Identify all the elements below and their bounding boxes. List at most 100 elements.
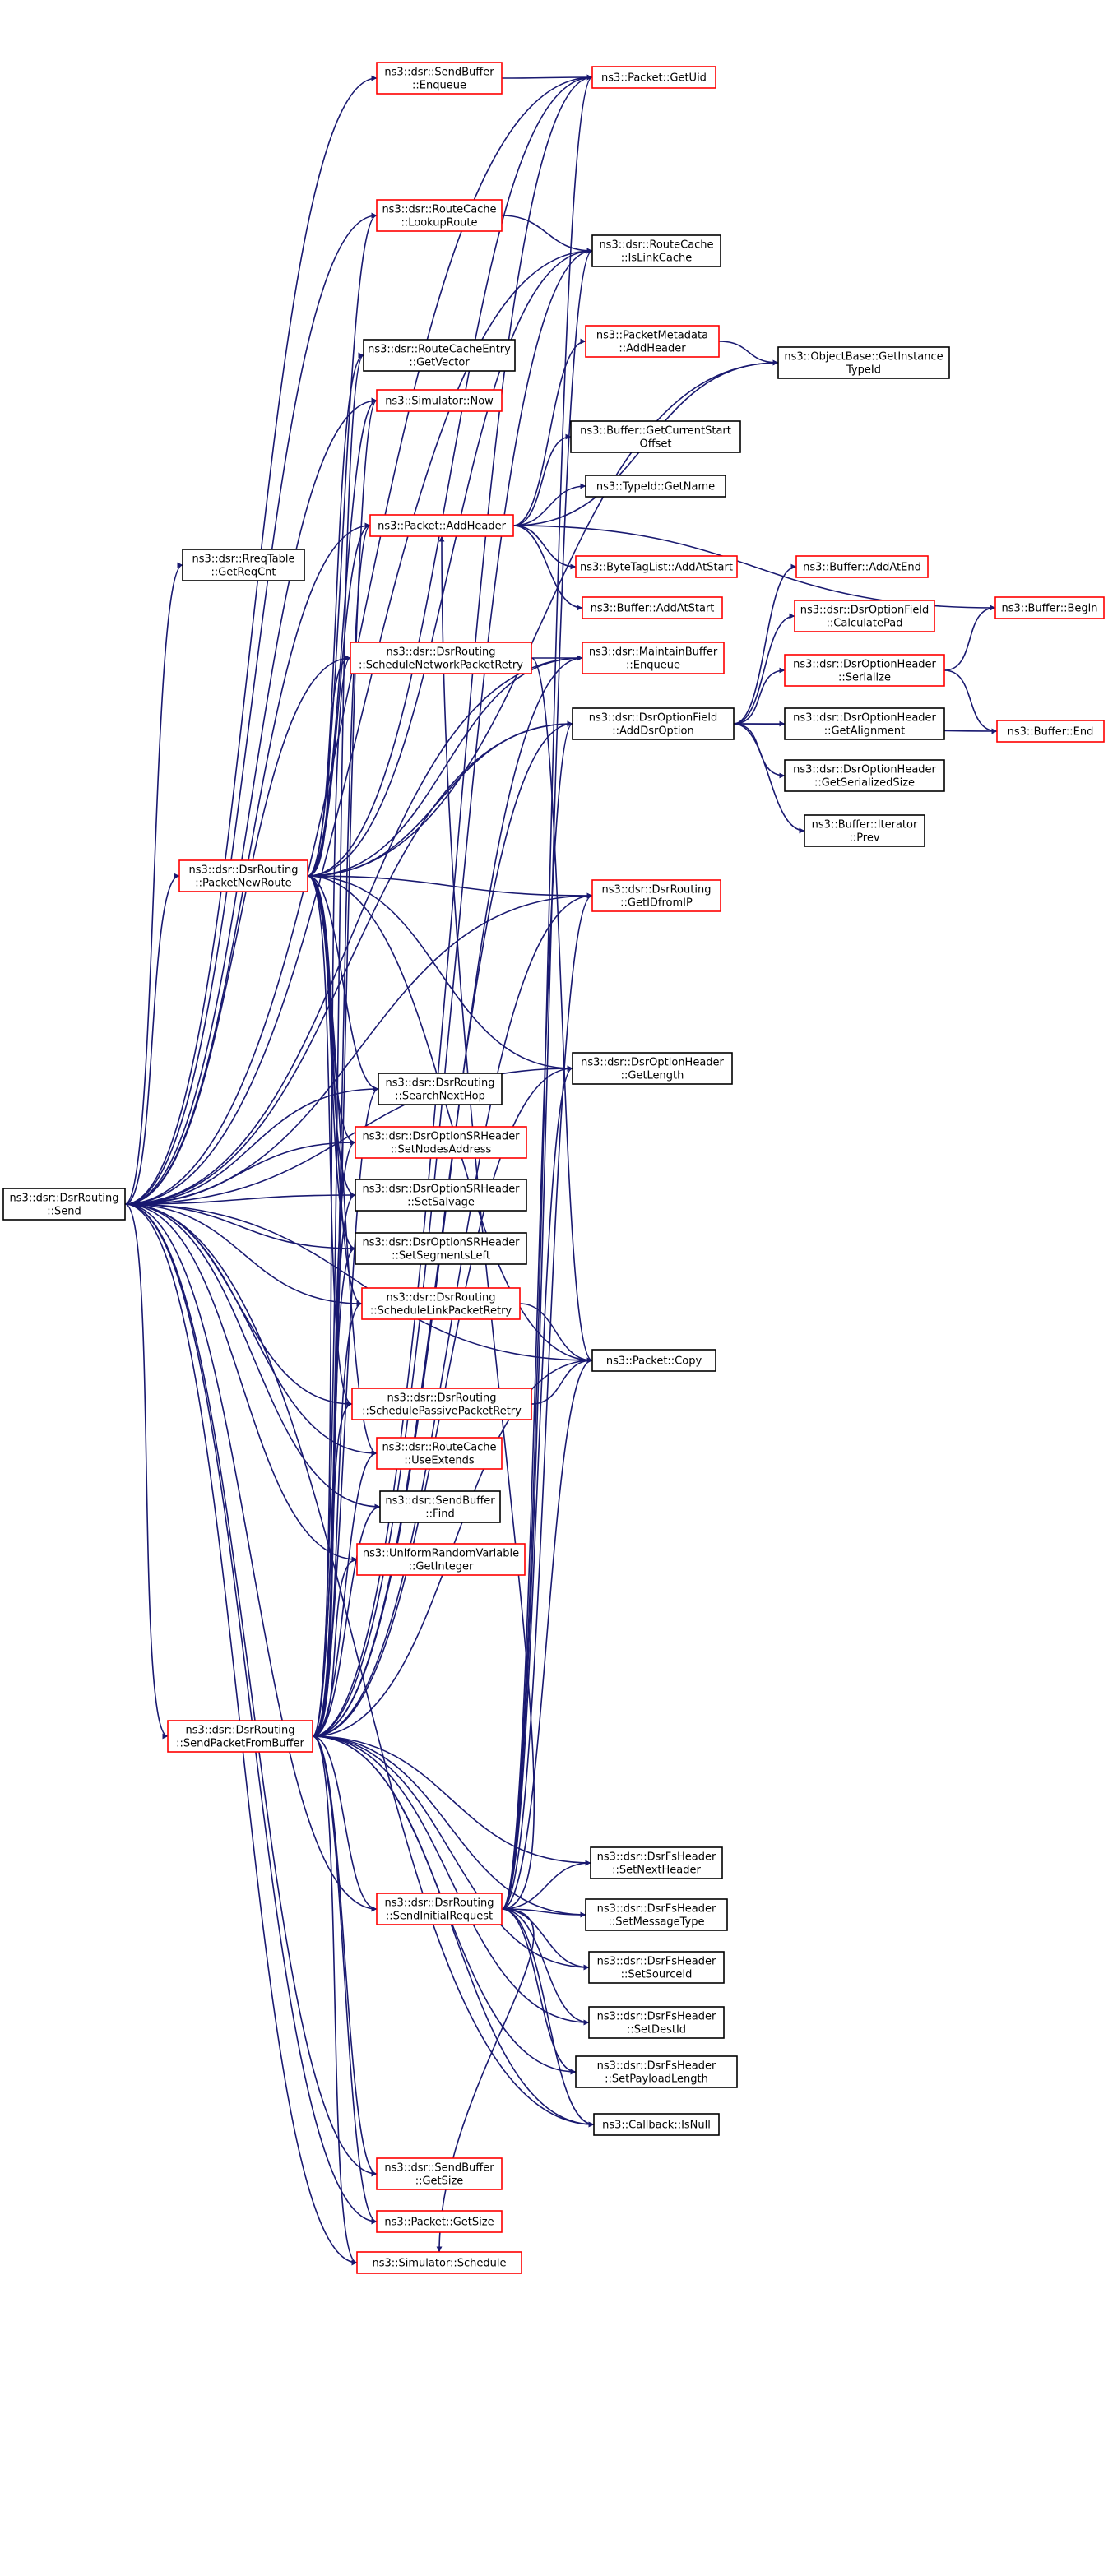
node-label-line: ns3::dsr::DsrOptionSRHeader bbox=[362, 1131, 520, 1143]
call-edge-packetnewroute-to-gettypeid bbox=[307, 359, 779, 877]
node-getinteger[interactable]: ns3::UniformRandomVariable::GetInteger bbox=[356, 1543, 526, 1576]
call-edge-sendinitreq-to-setmsgtype bbox=[501, 1908, 586, 1918]
node-calcpad[interactable]: ns3::dsr::DsrOptionField::CalculatePad bbox=[794, 600, 935, 632]
node-label-line: ns3::dsr::DsrRouting bbox=[387, 1292, 496, 1304]
call-edge-send-to-packetnewroute bbox=[124, 873, 180, 1205]
node-pm_addheader[interactable]: ns3::PacketMetadata::AddHeader bbox=[585, 325, 720, 358]
call-edge-sendinitreq-to-setnexthdr bbox=[501, 1860, 591, 1910]
call-edge-sendinitreq-to-oh_getlength bbox=[501, 1065, 573, 1910]
node-send[interactable]: ns3::dsr::DsrRouting::Send bbox=[2, 1188, 126, 1221]
node-getvector[interactable]: ns3::dsr::RouteCacheEntry::GetVector bbox=[363, 339, 516, 372]
node-getsersize[interactable]: ns3::dsr::DsrOptionHeader::GetSerialized… bbox=[784, 759, 945, 792]
node-addatend[interactable]: ns3::Buffer::AddAtEnd bbox=[795, 555, 929, 578]
node-setpayload[interactable]: ns3::dsr::DsrFsHeader::SetPayloadLength bbox=[575, 2055, 738, 2088]
node-label-line: ns3::dsr::DsrRouting bbox=[189, 864, 299, 877]
node-packetnewroute[interactable]: ns3::dsr::DsrRouting::PacketNewRoute bbox=[178, 859, 308, 892]
node-sb_enqueue[interactable]: ns3::dsr::SendBuffer::Enqueue bbox=[376, 62, 503, 95]
node-setnodesaddr[interactable]: ns3::dsr::DsrOptionSRHeader::SetNodesAdd… bbox=[355, 1126, 527, 1159]
node-box bbox=[784, 759, 945, 792]
node-buf_addatstart[interactable]: ns3::Buffer::AddAtStart bbox=[582, 596, 723, 619]
node-sendinitreq[interactable]: ns3::dsr::DsrRouting::SendInitialRequest bbox=[376, 1893, 503, 1925]
node-label-line: ns3::Packet::GetSize bbox=[384, 2217, 494, 2229]
node-getidfromip[interactable]: ns3::dsr::DsrRouting::GetIDfromIP bbox=[591, 879, 721, 912]
node-lookuproute[interactable]: ns3::dsr::RouteCache::LookupRoute bbox=[376, 199, 503, 232]
node-setsalvage[interactable]: ns3::dsr::DsrOptionSRHeader::SetSalvage bbox=[355, 1179, 527, 1212]
node-setmsgtype[interactable]: ns3::dsr::DsrFsHeader::SetMessageType bbox=[585, 1898, 728, 1931]
node-label-line: ::SetMessageType bbox=[609, 1916, 705, 1929]
call-edge-sendinitreq-to-setpayload bbox=[501, 1908, 577, 2075]
node-label-line: ns3::Packet::GetUid bbox=[601, 72, 707, 85]
node-btl_addatstart[interactable]: ns3::ByteTagList::AddAtStart bbox=[575, 555, 738, 578]
node-getreqcnt[interactable]: ns3::dsr::RreqTable::GetReqCnt bbox=[182, 549, 305, 581]
node-p_getsize[interactable]: ns3::Packet::GetSize bbox=[376, 2210, 503, 2233]
node-label-line: ns3::Buffer::AddAtStart bbox=[591, 603, 715, 615]
node-label-line: ns3::TypeId::GetName bbox=[596, 481, 715, 493]
node-label-line: ns3::dsr::DsrOptionSRHeader bbox=[362, 1237, 520, 1249]
node-adddsroption[interactable]: ns3::dsr::DsrOptionField::AddDsrOption bbox=[572, 707, 735, 740]
node-islinkcache[interactable]: ns3::dsr::RouteCache::IsLinkCache bbox=[591, 234, 721, 267]
node-label-line: ::Find bbox=[425, 1508, 454, 1521]
node-schedpassive[interactable]: ns3::dsr::DsrRouting::SchedulePassivePac… bbox=[351, 1388, 532, 1420]
call-edge-schedlink-to-copy bbox=[519, 1303, 593, 1364]
node-end[interactable]: ns3::Buffer::End bbox=[996, 720, 1105, 743]
call-edge-sendinitreq-to-isnull bbox=[501, 1908, 595, 2128]
node-setnexthdr[interactable]: ns3::dsr::DsrFsHeader::SetNextHeader bbox=[590, 1846, 723, 1879]
call-edge-send-to-islinkcache bbox=[124, 248, 593, 1205]
node-box bbox=[575, 2055, 738, 2088]
call-edge-sendinitreq-to-setsrcid bbox=[501, 1908, 590, 1971]
node-box bbox=[591, 66, 716, 89]
node-find[interactable]: ns3::dsr::SendBuffer::Find bbox=[379, 1490, 501, 1523]
node-box bbox=[591, 879, 721, 912]
node-serialize[interactable]: ns3::dsr::DsrOptionHeader::Serialize bbox=[784, 654, 945, 687]
call-edge-sendfrombuf-to-adddsroption bbox=[312, 720, 573, 1737]
node-mb_enqueue[interactable]: ns3::dsr::MaintainBuffer::Enqueue bbox=[582, 642, 725, 674]
node-label-line: ::GetSize bbox=[415, 2175, 464, 2188]
node-schedule[interactable]: ns3::Simulator::Schedule bbox=[356, 2251, 522, 2274]
node-now[interactable]: ns3::Simulator::Now bbox=[376, 389, 503, 412]
node-label-line: ns3::dsr::RouteCache bbox=[599, 239, 713, 252]
node-isnull[interactable]: ns3::Callback::IsNull bbox=[593, 2113, 720, 2136]
node-setsegleft[interactable]: ns3::dsr::DsrOptionSRHeader::SetSegments… bbox=[355, 1232, 527, 1265]
node-label-line: ns3::Buffer::End bbox=[1008, 726, 1094, 739]
node-useextends[interactable]: ns3::dsr::RouteCache::UseExtends bbox=[376, 1437, 503, 1470]
call-edge-sendfrombuf-to-sendinitreq bbox=[312, 1735, 378, 1912]
node-sendfrombuf[interactable]: ns3::dsr::DsrRouting::SendPacketFromBuff… bbox=[167, 1720, 313, 1753]
call-edge-sendfrombuf-to-useextends bbox=[312, 1450, 378, 1737]
node-label-line: ns3::dsr::RouteCache bbox=[382, 1442, 496, 1454]
node-addheader[interactable]: ns3::Packet::AddHeader bbox=[369, 514, 514, 537]
node-getalignment[interactable]: ns3::dsr::DsrOptionHeader::GetAlignment bbox=[784, 707, 945, 740]
node-label-line: ns3::ByteTagList::AddAtStart bbox=[580, 562, 733, 574]
node-label-line: ns3::Buffer::Begin bbox=[1001, 603, 1097, 615]
node-getname[interactable]: ns3::TypeId::GetName bbox=[585, 475, 726, 498]
edge-layer bbox=[124, 74, 998, 2266]
node-copy[interactable]: ns3::Packet::Copy bbox=[591, 1349, 716, 1372]
node-getuid[interactable]: ns3::Packet::GetUid bbox=[591, 66, 716, 89]
call-edge-send-to-lookuproute bbox=[124, 212, 378, 1205]
node-label-line: Offset bbox=[639, 438, 671, 451]
node-label-line: ns3::Buffer::Iterator bbox=[812, 819, 918, 832]
node-oh_getlength[interactable]: ns3::dsr::DsrOptionHeader::GetLength bbox=[572, 1052, 733, 1085]
node-label-line: ::GetAlignment bbox=[824, 725, 906, 738]
node-label-line: ::SetNextHeader bbox=[612, 1865, 701, 1877]
node-label-line: ns3::ObjectBase::GetInstance bbox=[784, 351, 943, 364]
node-sb_getsize[interactable]: ns3::dsr::SendBuffer::GetSize bbox=[376, 2157, 503, 2190]
node-begin[interactable]: ns3::Buffer::Begin bbox=[994, 596, 1105, 619]
call-edge-addheader-to-getname bbox=[512, 483, 586, 526]
call-edge-sendinitreq-to-addheader bbox=[438, 535, 535, 1910]
node-setdestid[interactable]: ns3::dsr::DsrFsHeader::SetDestId bbox=[588, 2006, 725, 2039]
node-prev[interactable]: ns3::Buffer::Iterator::Prev bbox=[804, 814, 925, 847]
node-box bbox=[582, 642, 725, 674]
node-schednet[interactable]: ns3::dsr::DsrRouting::ScheduleNetworkPac… bbox=[350, 642, 532, 674]
node-searchnexthop[interactable]: ns3::dsr::DsrRouting::SearchNextHop bbox=[378, 1073, 503, 1105]
node-label-line: ::SetSourceId bbox=[621, 1969, 693, 1981]
node-label-line: ::CalculatePad bbox=[827, 618, 903, 630]
node-label-line: ns3::dsr::SendBuffer bbox=[385, 1495, 495, 1508]
call-edge-send-to-copy bbox=[124, 1203, 593, 1364]
node-schedlink[interactable]: ns3::dsr::DsrRouting::ScheduleLinkPacket… bbox=[361, 1287, 521, 1320]
node-setsrcid[interactable]: ns3::dsr::DsrFsHeader::SetSourceId bbox=[588, 1951, 725, 1984]
node-label-line: ns3::dsr::DsrRouting bbox=[10, 1193, 119, 1205]
node-box bbox=[363, 339, 516, 372]
node-label-line: ::GetInteger bbox=[409, 1561, 474, 1573]
